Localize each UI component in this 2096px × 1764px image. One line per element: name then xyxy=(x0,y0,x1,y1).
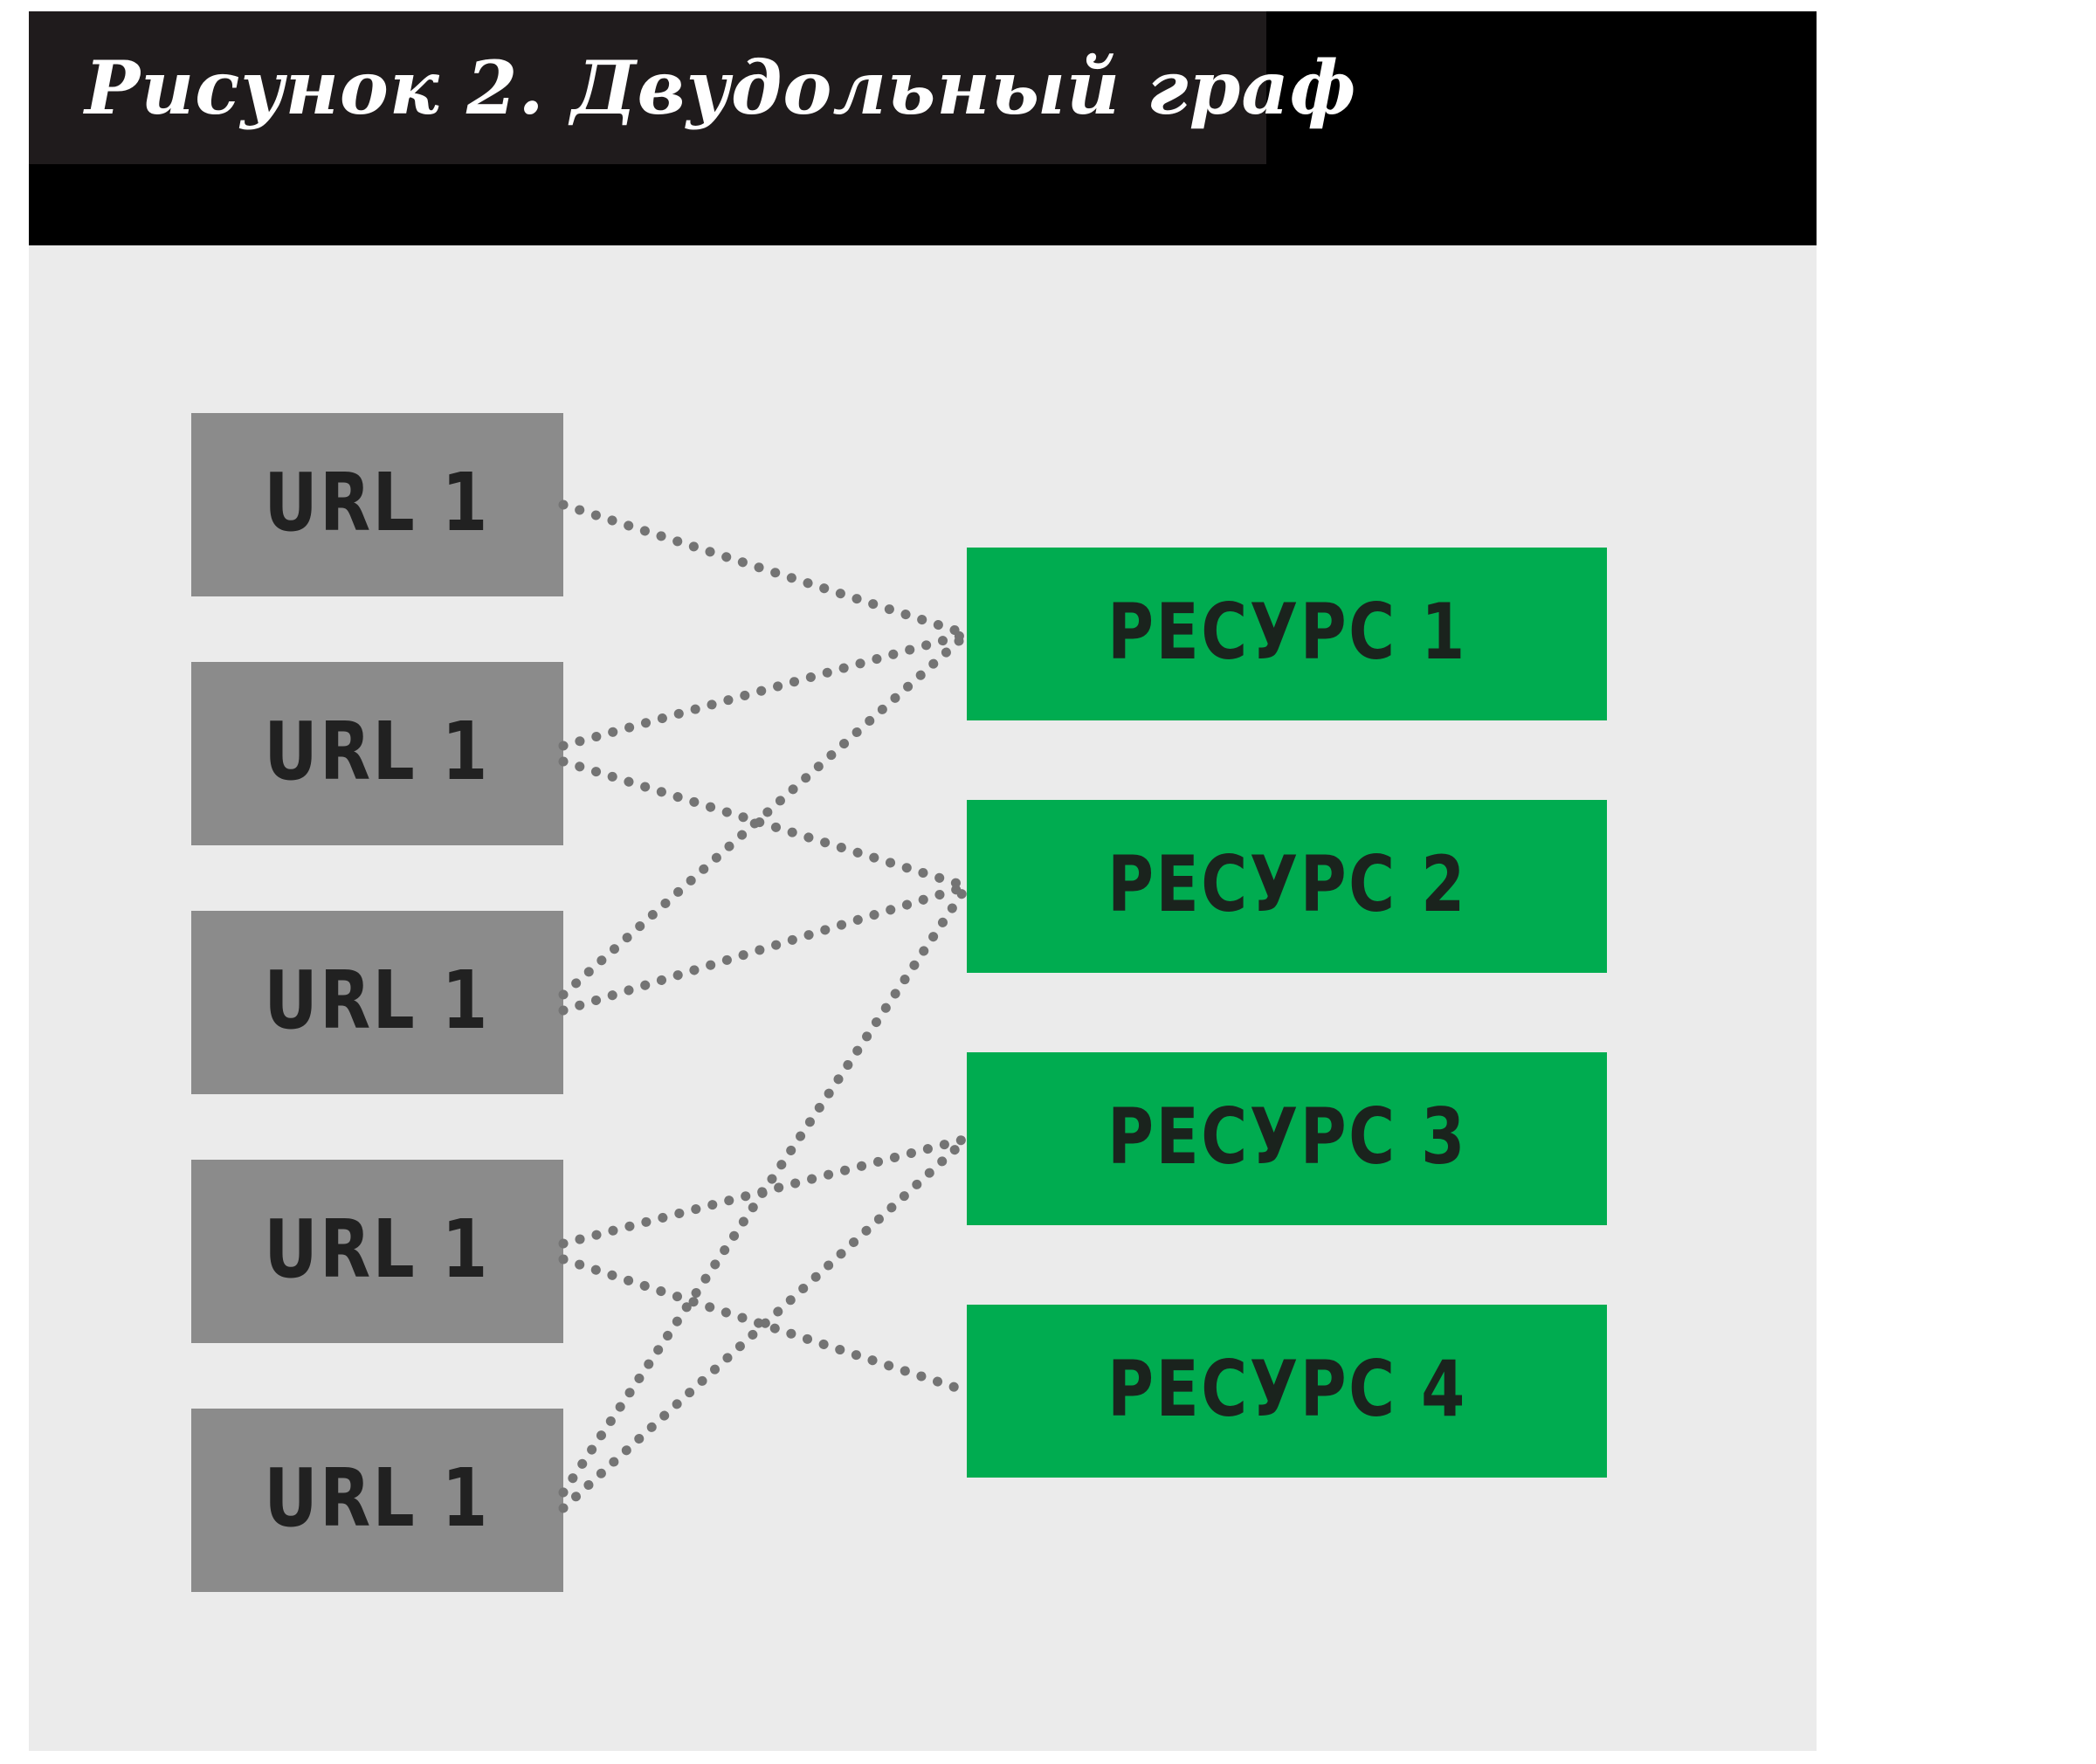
resource-node-2: РЕСУРС 2 xyxy=(967,800,1607,973)
url-node-label: URL 1 xyxy=(264,455,491,549)
resource-node-label: РЕСУРС 3 xyxy=(1107,1091,1467,1182)
url-node-5: URL 1 xyxy=(191,1409,563,1592)
url-node-3: URL 1 xyxy=(191,911,563,1094)
url-node-label: URL 1 xyxy=(264,1202,491,1296)
resource-node-4: РЕСУРС 4 xyxy=(967,1305,1607,1478)
resource-node-label: РЕСУРС 2 xyxy=(1107,838,1467,929)
url-node-label: URL 1 xyxy=(264,1450,491,1545)
figure-title: Рисунок 2. Двудольный граф xyxy=(85,45,1357,131)
resource-node-1: РЕСУРС 1 xyxy=(967,548,1607,720)
url-node-2: URL 1 xyxy=(191,662,563,845)
resource-node-3: РЕСУРС 3 xyxy=(967,1052,1607,1225)
figure-title-box: Рисунок 2. Двудольный граф xyxy=(29,11,1356,164)
url-node-label: URL 1 xyxy=(264,953,491,1047)
resource-node-label: РЕСУРС 4 xyxy=(1107,1343,1467,1434)
url-node-label: URL 1 xyxy=(264,704,491,798)
url-node-4: URL 1 xyxy=(191,1160,563,1343)
url-node-1: URL 1 xyxy=(191,413,563,596)
resource-node-label: РЕСУРС 1 xyxy=(1107,586,1467,677)
